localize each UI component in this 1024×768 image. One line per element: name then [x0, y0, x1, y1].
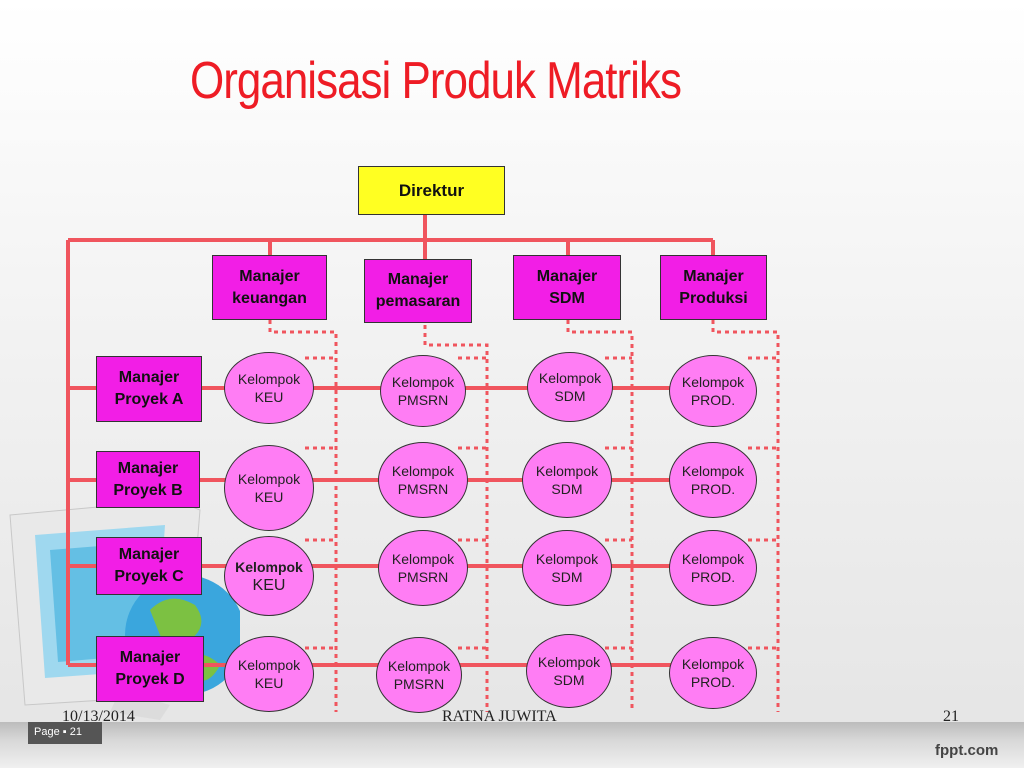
- footer-date: 10/13/2014: [62, 708, 135, 725]
- page-tab: [28, 722, 102, 744]
- group-sdm-c-line2: SDM: [551, 569, 583, 585]
- group-pmsrn-a-line1: Kelompok: [391, 374, 455, 390]
- manager-produksi-line1: Manajer: [683, 267, 744, 285]
- group-pmsrn-c-line2: PMSRN: [397, 569, 449, 585]
- manager-sdm-line1: Manajer: [536, 267, 598, 285]
- group-prod-b-line1: Kelompok: [681, 463, 745, 479]
- manager-pemasaran-box: Manajer pemasaran: [364, 259, 472, 323]
- group-prod-d-line2: PROD.: [690, 674, 736, 690]
- footer-page-number: 21: [943, 708, 959, 725]
- project-a-line1: Manajer: [118, 369, 180, 386]
- project-b-line1: Manajer: [117, 459, 179, 477]
- group-keu-d-line2: KEU: [254, 675, 284, 691]
- group-pmsrn-a-line2: PMSRN: [397, 392, 449, 408]
- group-keu-d-line1: Kelompok: [237, 657, 301, 673]
- group-keu-c-line1: Kelompok: [235, 558, 303, 575]
- project-c-line1: Manajer: [118, 546, 180, 563]
- direktur-label: Direktur: [398, 180, 465, 200]
- direktur-box: Direktur: [358, 166, 505, 215]
- group-prod-c-line2: PROD.: [690, 569, 736, 585]
- group-prod-c-line1: Kelompok: [681, 551, 745, 567]
- group-pmsrn-b-line2: PMSRN: [397, 481, 449, 497]
- group-keu-a-line1: Kelompok: [237, 371, 301, 387]
- group-prod-a-line2: PROD.: [690, 392, 736, 408]
- page-label: Page ▪ 21: [34, 726, 82, 738]
- project-c-line2: Proyek C: [114, 568, 184, 585]
- group-pmsrn-b-line1: Kelompok: [391, 463, 455, 479]
- project-a-line2: Proyek A: [114, 391, 184, 408]
- group-keu-c-line2: KEU: [252, 576, 286, 594]
- slide-title: Organisasi Produk Matriks: [190, 52, 682, 110]
- manager-pemasaran-line1: Manajer: [387, 271, 449, 288]
- group-sdm-b-line2: SDM: [551, 481, 583, 497]
- manager-pemasaran-line2: pemasaran: [375, 293, 461, 310]
- group-prod-d-line1: Kelompok: [681, 656, 745, 672]
- group-sdm-b-line1: Kelompok: [535, 463, 599, 479]
- project-d-line1: Manajer: [119, 649, 181, 666]
- group-sdm-a-line2: SDM: [554, 388, 586, 404]
- footer-bar: [0, 722, 1024, 768]
- group-keu-b-line1: Kelompok: [237, 471, 301, 487]
- group-pmsrn-d-line2: PMSRN: [393, 676, 445, 692]
- project-b-line2: Proyek B: [113, 481, 183, 499]
- manager-keuangan-line1: Manajer: [239, 267, 300, 285]
- group-sdm-d-line2: SDM: [553, 672, 585, 688]
- manager-produksi-line2: Produksi: [679, 289, 748, 307]
- group-sdm-a-line1: Kelompok: [538, 370, 602, 386]
- group-prod-a-line1: Kelompok: [681, 374, 745, 390]
- group-prod-b-line2: PROD.: [690, 481, 736, 497]
- group-pmsrn-c-line1: Kelompok: [391, 551, 455, 567]
- footer-author: RATNA JUWITA: [442, 708, 557, 725]
- group-keu-a-line2: KEU: [254, 389, 284, 405]
- brand-logo-text: fppt.com: [935, 742, 999, 759]
- project-d-line2: Proyek D: [115, 671, 185, 688]
- group-sdm-d-line1: Kelompok: [537, 654, 601, 670]
- manager-keuangan-line2: keuangan: [232, 289, 307, 307]
- group-keu-b-line2: KEU: [254, 489, 284, 505]
- group-sdm-c-line1: Kelompok: [535, 551, 599, 567]
- manager-keuangan-box: Manajer keuangan: [212, 255, 327, 320]
- group-pmsrn-d-line1: Kelompok: [387, 658, 451, 674]
- manager-sdm-line2: SDM: [549, 289, 585, 307]
